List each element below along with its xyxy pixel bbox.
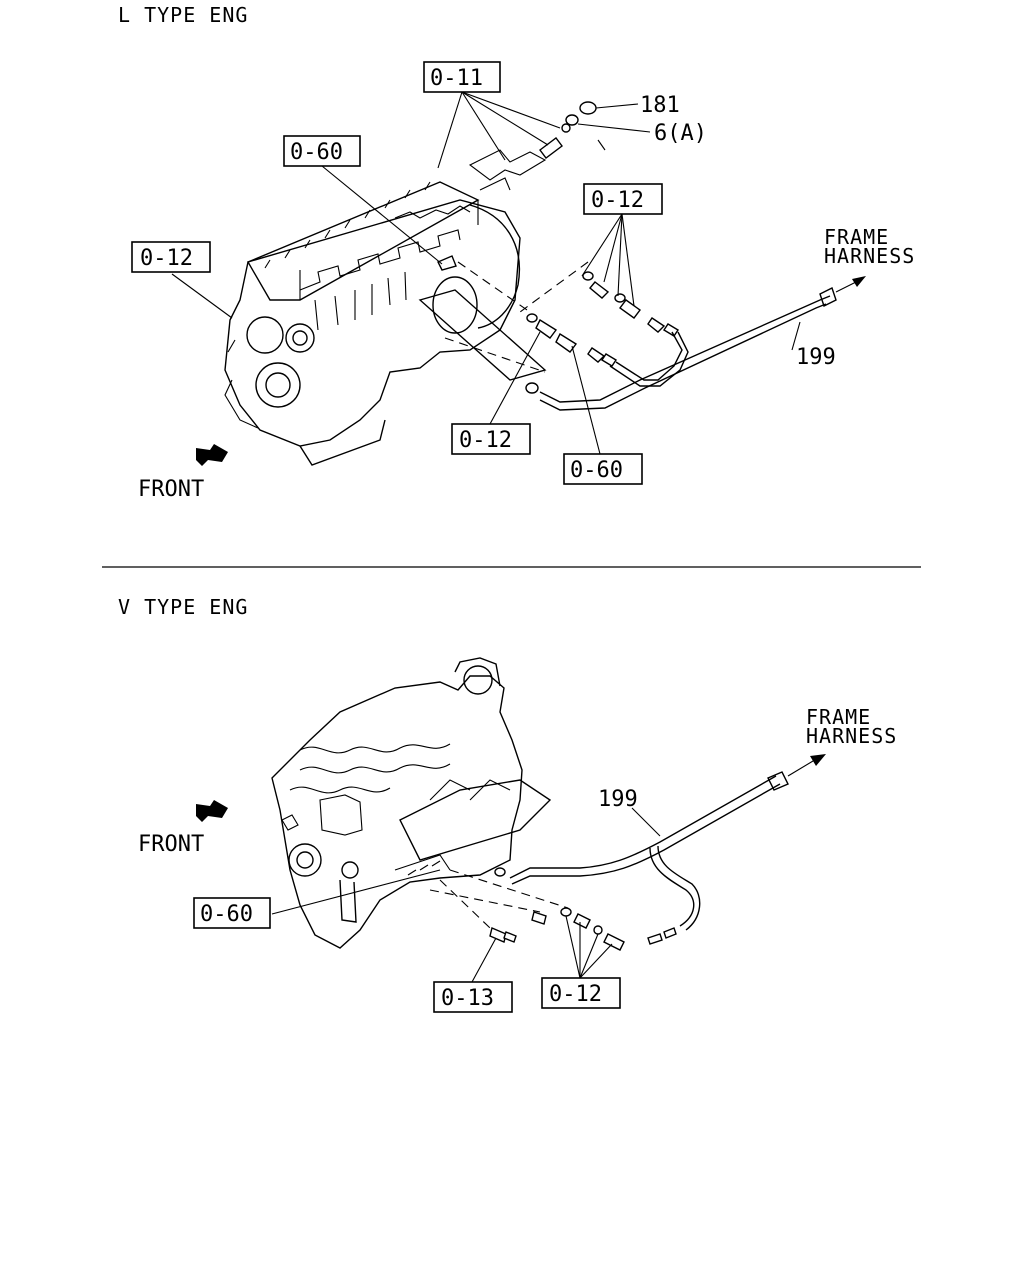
l-type-heading: L TYPE ENG (118, 3, 248, 27)
l-type-harness-label: HARNESS (824, 244, 915, 268)
l-type-callout-0-12-right: 0-12 (591, 188, 644, 213)
l-type-callout-0-60-bottom: 0-60 (570, 458, 623, 483)
l-type-callout-box-0-12-left (131, 241, 211, 273)
l-type-sensor-parts (437, 101, 837, 394)
v-type-heading: V TYPE ENG (118, 595, 248, 619)
l-type-callout-0-11: 0-11 (430, 66, 483, 91)
l-type-callout-box-0-11 (423, 61, 501, 93)
l-type-leaders (171, 91, 801, 455)
v-type-guide-lines (429, 869, 569, 929)
l-type-callout-box-0-12-right (583, 183, 663, 215)
l-type-harness-cable (539, 295, 831, 411)
v-type-sensor-parts (489, 771, 789, 951)
v-type-harness-cable (509, 775, 781, 931)
v-type-callout-0-13: 0-13 (441, 986, 494, 1011)
v-type-part-199: 199 (598, 787, 638, 812)
v-type-callout-box-0-12 (541, 977, 621, 1009)
l-type-front-label: FRONT (138, 477, 204, 502)
l-type-callout-box-0-12-bottom (451, 423, 531, 455)
v-type-callout-0-60: 0-60 (200, 902, 253, 927)
l-type-guide-lines (444, 261, 589, 373)
v-type-frame-label: FRAME (806, 705, 871, 729)
l-type-callout-box-0-60-bottom (563, 453, 643, 485)
l-type-part-6a: 6(A) (654, 121, 707, 146)
v-type-section: V TYPE ENG (118, 595, 897, 1013)
l-type-frame-label: FRAME (824, 225, 889, 249)
l-type-part-199: 199 (796, 345, 836, 370)
l-type-callout-0-12-left: 0-12 (140, 246, 193, 271)
l-type-callout-0-12-bottom: 0-12 (459, 428, 512, 453)
v-type-callout-0-12: 0-12 (549, 982, 602, 1007)
v-type-engine-illustration (271, 657, 552, 949)
v-type-callout-box-0-13 (433, 981, 513, 1013)
l-type-callout-0-60-top: 0-60 (290, 140, 343, 165)
l-type-engine-illustration (224, 149, 547, 466)
v-type-front-label: FRONT (138, 832, 204, 857)
v-type-front-arrow-icon (196, 800, 228, 822)
l-type-front-arrow-icon (196, 444, 228, 466)
v-type-callout-box-0-60 (193, 897, 271, 929)
v-type-leaders (271, 807, 661, 983)
v-type-frame-harness-arrow (787, 754, 826, 777)
l-type-section: L TYPE ENG (118, 3, 915, 502)
l-type-part-181: 181 (640, 93, 680, 118)
l-type-callout-box-0-60-top (283, 135, 361, 167)
v-type-harness-label: HARNESS (806, 724, 897, 748)
l-type-frame-harness-arrow (835, 276, 866, 293)
